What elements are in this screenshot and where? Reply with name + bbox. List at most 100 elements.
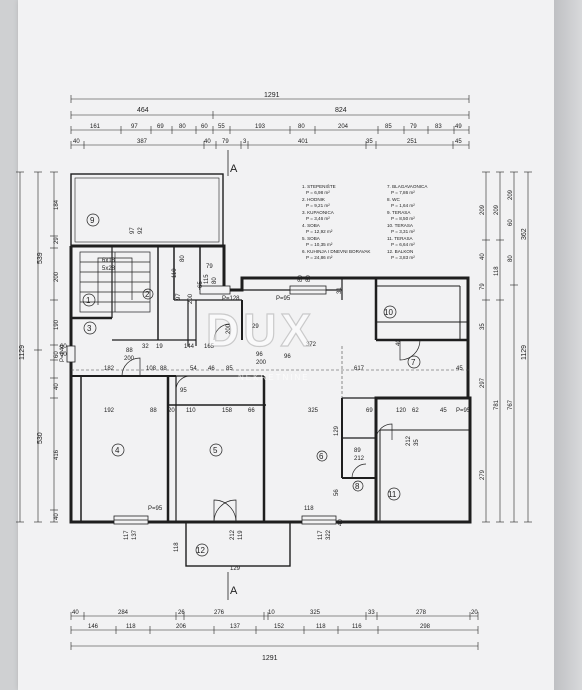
interior-dim: 200: [256, 360, 267, 366]
right-dim-total: 1129: [521, 345, 528, 360]
interior-dim: 110: [172, 268, 178, 278]
bottom-dimension-labels: 40 284 26 276 10 325 33 278 20 146 118 2…: [72, 610, 478, 662]
interior-dim: 117: [124, 530, 130, 540]
legend-area: P = 1,64 m²: [391, 203, 415, 208]
top-dim: 464: [137, 107, 149, 114]
interior-dim: 96: [256, 352, 263, 358]
interior-dim: 200: [124, 356, 135, 362]
left-dim: 184: [54, 199, 60, 210]
watermark-brand: DUX: [206, 304, 315, 356]
legend-entry: 4. SOBA: [302, 223, 321, 228]
top-dim: 80: [179, 124, 186, 130]
left-dimension-chain: [16, 171, 58, 523]
right-dim: 279: [480, 469, 486, 480]
bottom-dim: 298: [420, 624, 431, 630]
legend-area: P = 3,46 m²: [306, 216, 330, 221]
interior-dim: 158: [222, 408, 233, 414]
interior-dim: 54: [190, 366, 197, 372]
top-dim: 387: [137, 139, 148, 145]
legend-entry: 10. TERASA: [387, 223, 414, 228]
room-number-7: 7: [411, 358, 416, 367]
walls: [69, 173, 472, 567]
left-dim: 416: [54, 449, 60, 460]
bottom-dim: 137: [230, 624, 241, 630]
interior-dim: 325: [308, 408, 319, 414]
interior-dim: P=128: [222, 296, 240, 302]
top-dim: 401: [298, 139, 309, 145]
section-label-bottom: A: [230, 585, 238, 597]
interior-dim: P=240: [60, 344, 66, 362]
interior-dim: 88: [160, 366, 167, 372]
interior-dim: 40: [396, 339, 402, 346]
stair-dim: 6x18: [102, 258, 116, 264]
top-dim: 79: [222, 139, 229, 145]
section-mark-top: A: [227, 150, 238, 176]
legend-area: P = 9,21 m²: [306, 203, 330, 208]
room-legend: 1. STEPENIŠTE P = 6,98 m² 2. HODNIK P = …: [302, 183, 428, 260]
right-dimension-labels: 209 40 79 35 297 279 209 118 781 60 80 7…: [480, 189, 528, 480]
top-dim: 193: [255, 124, 266, 130]
legend-entry: 11. TERASA: [387, 236, 414, 241]
left-dim: 539: [37, 252, 44, 264]
top-dimension-labels: 1291 464 824 161 97 69 80 60 55 193 80 2…: [73, 92, 462, 145]
bottom-dim: 118: [316, 624, 326, 630]
interior-dim: 118: [304, 506, 314, 512]
interior-dim: 35: [414, 439, 420, 446]
section-label-top: A: [230, 163, 238, 175]
interior-dim: 56: [334, 489, 340, 496]
interior-dim: 97: [176, 293, 182, 300]
left-dim: 200: [54, 271, 60, 282]
left-dim: 60: [60, 352, 67, 358]
right-dim: 209: [480, 204, 486, 215]
interior-dim: 20: [168, 408, 175, 414]
interior-dim: 322: [326, 529, 332, 540]
top-dim: 60: [201, 124, 208, 130]
legend-area: P = 7,86 m²: [391, 190, 415, 195]
room-number-12: 12: [196, 546, 205, 555]
bottom-dim: 278: [416, 610, 427, 616]
section-mark-bottom: A: [227, 572, 238, 600]
bottom-dim: 20: [471, 610, 478, 616]
legend-area: P = 12,92 m²: [306, 229, 333, 234]
interior-dim: 96: [284, 354, 291, 360]
interior-dim: 192: [104, 408, 115, 414]
interior-dim: 79: [206, 264, 213, 270]
room-number-3: 3: [87, 324, 92, 333]
interior-dim: 118: [174, 542, 180, 552]
right-dim: 209: [494, 204, 500, 215]
interior-dim: 182: [104, 366, 115, 372]
interior-dim: 80: [306, 275, 312, 282]
interior-dim: 62: [412, 408, 419, 414]
top-dim-total: 1291: [264, 92, 280, 99]
interior-dim: 200: [188, 293, 194, 304]
interior-dim: 66: [248, 408, 255, 414]
legend-area: P = 24,86 m²: [306, 255, 333, 260]
bottom-dim: 152: [274, 624, 285, 630]
top-dim: 83: [435, 124, 442, 130]
left-dim: 60: [60, 344, 67, 350]
windows: [66, 285, 337, 525]
top-dim: 40: [204, 139, 211, 145]
interior-dim: 165: [204, 344, 215, 350]
right-dim: 362: [521, 228, 528, 240]
legend-area: P = 3,83 m²: [391, 255, 415, 260]
interior-dim: 85: [226, 366, 233, 372]
interior-dim: 129: [230, 566, 241, 572]
top-dim: 79: [410, 124, 417, 130]
left-dim-total: 1129: [19, 345, 26, 360]
room-number-9: 9: [90, 216, 95, 225]
interior-dim: 108: [146, 366, 157, 372]
interior-dimensions: 97 92 6x18 5x28 110 80 79 115 80 65 P=12…: [60, 227, 471, 572]
top-dim: 55: [218, 124, 225, 130]
interior-dim: P=95: [456, 408, 471, 414]
interior-dim: 117: [318, 530, 324, 540]
left-dimension-labels: 1129 539 530 184 29 200 190 60 40 416 40…: [19, 199, 67, 520]
bottom-dim: 40: [72, 610, 79, 616]
top-dim: 40: [73, 139, 80, 145]
room-number-5: 5: [213, 446, 218, 455]
right-dim: 40: [480, 253, 486, 260]
bottom-dim: 206: [176, 624, 187, 630]
legend-entry: 5. SOBA: [302, 236, 321, 241]
left-dim: 40: [54, 383, 60, 390]
